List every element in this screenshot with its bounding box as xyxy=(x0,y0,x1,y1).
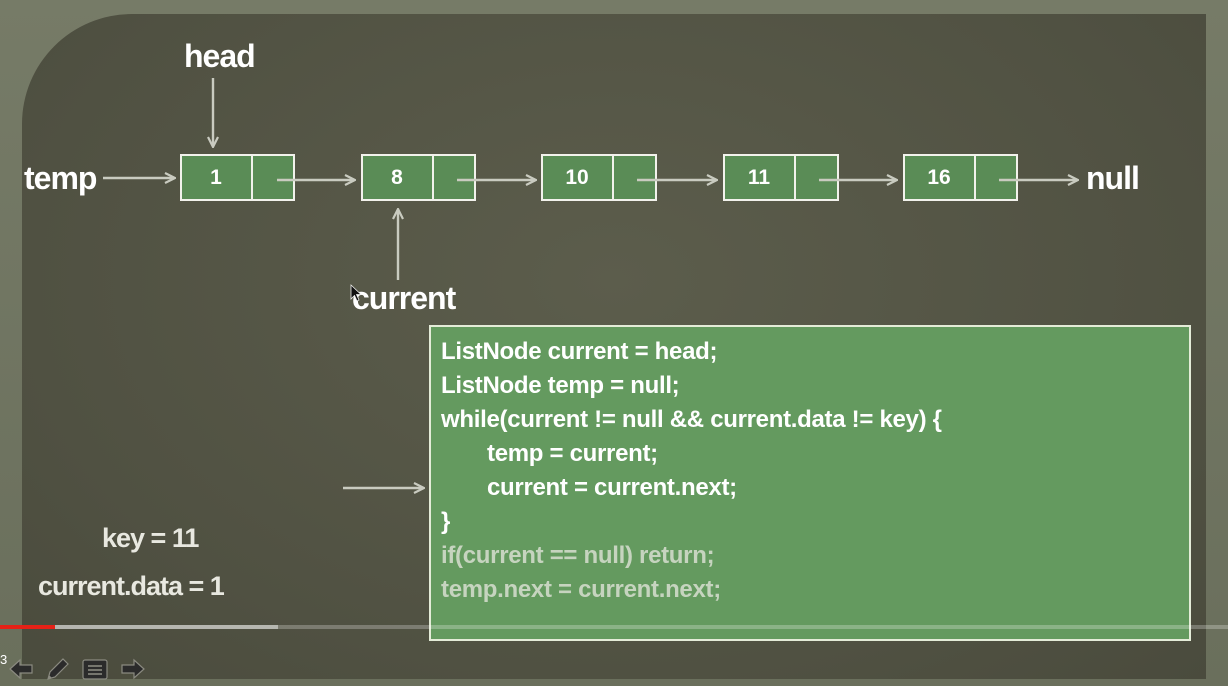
code-line: while(current != null && current.data !=… xyxy=(441,406,942,433)
code-line: current = current.next; xyxy=(487,474,737,501)
code-line: } xyxy=(441,508,451,535)
null-label: null xyxy=(1086,160,1140,196)
node-value: 8 xyxy=(391,166,403,189)
temp-label: temp xyxy=(24,160,97,196)
menu-icon[interactable] xyxy=(80,655,110,683)
pen-icon[interactable] xyxy=(42,655,72,683)
list-node xyxy=(541,154,657,201)
progress-buffered xyxy=(0,625,278,629)
key-value-text: key = 11 xyxy=(102,523,199,553)
list-node xyxy=(903,154,1018,201)
code-line: if(current == null) return; xyxy=(441,542,715,569)
code-panel: ListNode current = head; ListNode temp =… xyxy=(429,325,1191,641)
head-label: head xyxy=(184,38,256,74)
arrow-right-icon[interactable] xyxy=(118,655,148,683)
progress-bar[interactable] xyxy=(0,625,1228,629)
current-data-text: current.data = 1 xyxy=(38,571,225,601)
list-node xyxy=(723,154,839,201)
arrow-left-icon[interactable] xyxy=(6,655,36,683)
code-line: ListNode temp = null; xyxy=(441,372,680,399)
slide-number: 3 xyxy=(0,652,8,667)
current-label: current xyxy=(352,280,456,316)
node-value: 16 xyxy=(927,166,951,189)
node-value: 1 xyxy=(210,166,222,189)
mouse-cursor-icon xyxy=(350,284,363,302)
code-line: ListNode current = head; xyxy=(441,338,718,365)
node-value: 11 xyxy=(747,166,771,189)
code-line: temp = current; xyxy=(487,440,658,467)
code-line: temp.next = current.next; xyxy=(441,576,721,603)
list-node xyxy=(361,154,476,201)
node-value: 10 xyxy=(565,166,589,189)
progress-played xyxy=(0,625,56,629)
list-node xyxy=(180,154,295,201)
